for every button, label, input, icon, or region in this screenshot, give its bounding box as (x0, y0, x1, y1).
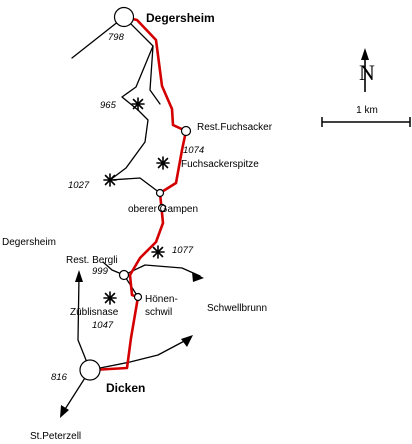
scale-bar: 1 km (321, 105, 411, 127)
label-alt-1077: 1077 (172, 245, 194, 256)
path-degersheim-965 (121, 16, 154, 111)
label-alt-1027: 1027 (68, 180, 90, 191)
town-degersheim-marker (113, 6, 135, 28)
compass-north-label: N (359, 60, 375, 85)
footpath-network (61, 16, 201, 415)
path-degersheim-west (71, 16, 125, 59)
label-oberer-gampen: oberer Gampen (128, 204, 198, 215)
stop-hoenenschwil-marker (133, 292, 143, 302)
label-schwellbrunn: Schwellbrunn (207, 303, 267, 314)
path-965-1027 (109, 109, 149, 181)
label-alt-1047: 1047 (92, 320, 114, 331)
north-arrow: N (359, 48, 375, 92)
label-alt-798: 798 (108, 32, 125, 43)
label-degersheim-left: Degersheim (2, 237, 56, 248)
label-rest-fuchsacker: Rest.Fuchsacker (197, 122, 273, 133)
path-dicken-east (89, 337, 191, 371)
label-fuchsackerspitze: Fuchsackerspitze (181, 159, 259, 170)
summit-zueblisnase-icon (103, 291, 117, 305)
arrow-st-peterzell-icon (60, 405, 69, 418)
summit-965-icon (131, 97, 145, 111)
stop-rest-bergli-marker (118, 269, 130, 281)
arrow-degersheim-icon (75, 270, 83, 282)
label-alt-965: 965 (100, 100, 117, 111)
label-alt-1074: 1074 (183, 145, 204, 156)
direction-arrows (60, 270, 204, 418)
scale-label: 1 km (356, 105, 378, 116)
label-rest-bergli: Rest. Bergli (66, 255, 118, 266)
summit-fuchsackerspitze-icon (156, 156, 170, 170)
arrow-east-icon (181, 335, 193, 347)
label-dicken: Dicken (106, 381, 145, 395)
label-alt-816: 816 (51, 372, 68, 383)
path-branch-fork (149, 45, 161, 105)
label-zueblisnase: Züblisnase (70, 307, 119, 318)
summit-1077-icon (151, 245, 165, 259)
path-dicken-north (77, 275, 91, 371)
label-degersheim-top: Degersheim (146, 11, 215, 25)
stop-gampen-upper-marker (155, 188, 165, 198)
path-1027-gampen (109, 177, 161, 194)
label-st-peterzell: St.Peterzell (30, 431, 81, 442)
label-hoenen-line1: Hönen- (145, 294, 178, 305)
path-bergli-schwellbrunn (123, 264, 201, 277)
arrow-schwellbrunn-icon (192, 272, 204, 282)
label-alt-999: 999 (92, 266, 109, 277)
label-hoenen-line2: schwil (145, 307, 172, 318)
summit-1027-icon (103, 173, 117, 187)
town-dicken-marker (79, 359, 101, 381)
stop-rest-fuchsacker-marker (180, 125, 192, 137)
stop-oberer-gampen-marker (157, 203, 167, 213)
